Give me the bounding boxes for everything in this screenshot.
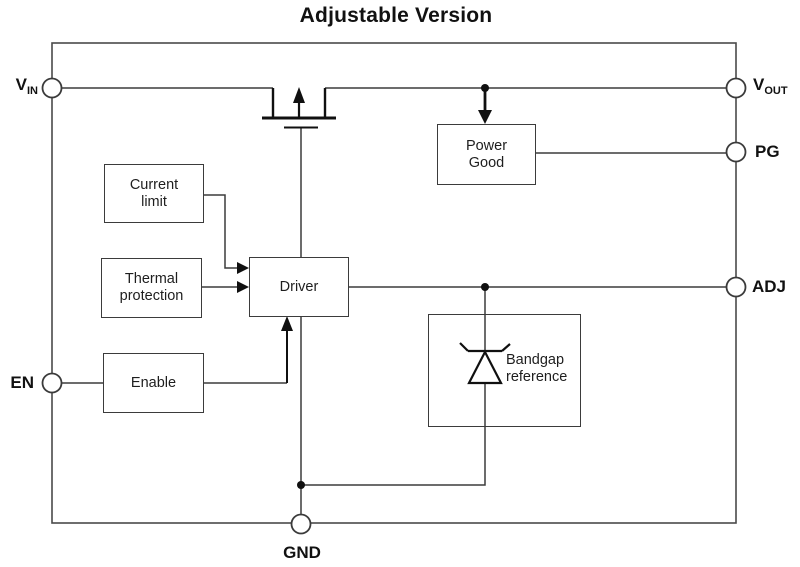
vout-pin-label: VOUT (753, 75, 788, 101)
pin-circle-en (41, 372, 63, 394)
driver-label: Driver (279, 278, 319, 295)
zener-diode-icon (459, 342, 511, 385)
en-pin-label: EN (10, 373, 34, 392)
vin-main: V (15, 75, 27, 94)
diagram-title: Adjustable Version (299, 4, 493, 27)
zener-right-wing (501, 343, 511, 352)
vout-main: V (753, 75, 765, 94)
bandgap-reference-block (428, 314, 581, 427)
arrowhead-current-limit-icon (237, 262, 249, 274)
zener-left-wing (459, 342, 469, 352)
pin-circle-vin (41, 77, 63, 99)
arrowhead-enable-icon (281, 316, 293, 331)
vin-pin-label: VIN (0, 75, 38, 101)
adj-pin-label: ADJ (752, 277, 787, 296)
driver-block: Driver (249, 257, 349, 317)
vout-sub: OUT (764, 85, 788, 97)
pin-circle-vout (725, 77, 747, 99)
pg-pin-label: PG (755, 142, 780, 161)
arrowhead-thermal-icon (237, 281, 249, 293)
junction-dot-adj (481, 283, 489, 291)
enable-block: Enable (103, 353, 204, 413)
junction-dot-vout (481, 84, 489, 92)
pin-circle-gnd (290, 513, 312, 535)
thermal-protection-block: Thermal protection (101, 258, 202, 318)
current-limit-block: Current limit (104, 164, 204, 223)
pin-circle-adj (725, 276, 747, 298)
bandgap-reference-label: Bandgap reference (506, 352, 568, 385)
power-good-block: Power Good (437, 124, 536, 185)
gnd-pin-label: GND (283, 543, 321, 562)
current-limit-label: Current limit (129, 176, 179, 210)
zener-triangle (467, 349, 503, 385)
mosfet-arrowhead-icon (293, 87, 305, 103)
arrowhead-powergood-icon (478, 110, 492, 124)
power-good-label: Power Good (465, 137, 508, 171)
vin-sub: IN (27, 85, 38, 97)
enable-label: Enable (130, 374, 177, 391)
wire-current-limit (204, 194, 240, 269)
pin-circle-pg (725, 141, 747, 163)
thermal-protection-label: Thermal protection (119, 271, 184, 304)
pass-transistor-icon (262, 88, 336, 129)
junction-dot-gnd (297, 481, 305, 489)
